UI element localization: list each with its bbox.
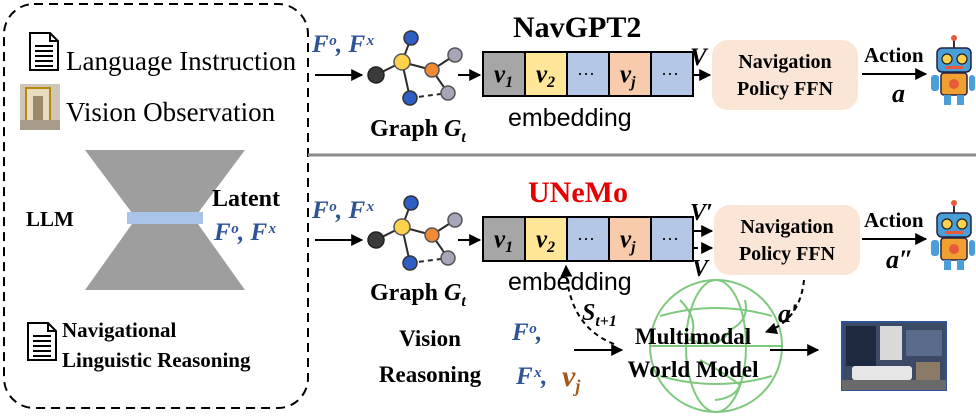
graph-label: Graph Gt (370, 280, 466, 310)
navigation-policy-ffn-box (712, 40, 858, 110)
fo-label: Fᵒ, (511, 319, 542, 346)
action-label: Action (864, 43, 924, 67)
document-icon (29, 32, 59, 71)
top-features-label: Fᵒ, Fˣ (311, 31, 374, 58)
graph-label: Graph Gt (370, 116, 466, 146)
token-ellipsis: ··· (577, 229, 595, 249)
token-strip: v1 v2 ··· vj ··· (482, 216, 694, 262)
token-vj: vj (620, 61, 636, 91)
predicted-observation-image (841, 321, 947, 391)
unemo-title: UNeMo (528, 176, 628, 209)
top-row: Fᵒ, Fˣ Graph Gt NavGPT2 (311, 11, 975, 146)
llm-hourglass-icon (85, 150, 245, 290)
action-a-label: a (892, 79, 905, 108)
multimodal-label: Multimodal (635, 324, 751, 349)
vision-label: Vision (399, 326, 461, 351)
token-vj: vj (620, 226, 636, 256)
world-model-label: World Model (628, 357, 759, 382)
left-panel-border (3, 3, 309, 409)
action-a-double-prime-label: a″ (886, 245, 913, 274)
s-state-label: St+1 (582, 300, 617, 330)
dashed-arrow (560, 264, 615, 345)
policy-label-line1: Navigation (740, 216, 833, 238)
navigation-policy-ffn-box (714, 205, 860, 275)
graph-icon (367, 195, 463, 271)
a-prime-label: a′ (778, 299, 798, 328)
vision-observation-label: Vision Observation (66, 97, 276, 127)
left-panel: Language Instruction Vision Observation … (3, 3, 309, 409)
robot-icon (931, 200, 975, 270)
token-ellipsis: ··· (577, 64, 595, 84)
embedding-label: embedding (508, 104, 632, 132)
token-strip: v1 v2 ··· vj ··· (482, 51, 694, 97)
latent-features: Fᵒ, Fˣ (213, 219, 276, 246)
token-v1: v1 (494, 61, 513, 91)
v-output-label: V (690, 44, 709, 71)
navgpt2-title: NavGPT2 (513, 11, 641, 44)
token-ellipsis: ··· (661, 64, 679, 84)
graph-icon (367, 30, 463, 106)
bottom-features-label: Fᵒ, Fˣ (311, 197, 374, 224)
action-label: Action (864, 208, 924, 232)
document-icon (27, 322, 57, 361)
robot-icon (931, 35, 975, 105)
policy-label-line2: Policy FFN (739, 243, 836, 265)
policy-label-line1: Navigation (738, 51, 831, 73)
vj-label: vj (562, 360, 581, 396)
v-plain-label: V (692, 256, 710, 282)
fx-label: Fˣ, (515, 363, 547, 390)
token-v2: v2 (536, 61, 555, 91)
token-v1: v1 (494, 226, 513, 256)
token-ellipsis: ··· (661, 229, 679, 249)
language-instruction-label: Language Instruction (66, 46, 297, 76)
token-v2: v2 (536, 226, 555, 256)
globe-icon (649, 279, 783, 413)
navigational-label: Navigational (62, 318, 177, 342)
vision-observation-image (20, 84, 60, 130)
linguistic-reasoning-label: Linguistic Reasoning (62, 348, 251, 372)
llm-label: LLM (26, 207, 74, 231)
bottom-row: Fᵒ, Fˣ Graph Gt UNeMo v1 (311, 176, 975, 413)
v-prime-label: V′ (690, 200, 713, 226)
embedding-label: embedding (508, 268, 632, 296)
policy-label-line2: Policy FFN (737, 78, 834, 100)
latent-label: Latent (212, 186, 280, 212)
reasoning-label: Reasoning (379, 362, 482, 387)
